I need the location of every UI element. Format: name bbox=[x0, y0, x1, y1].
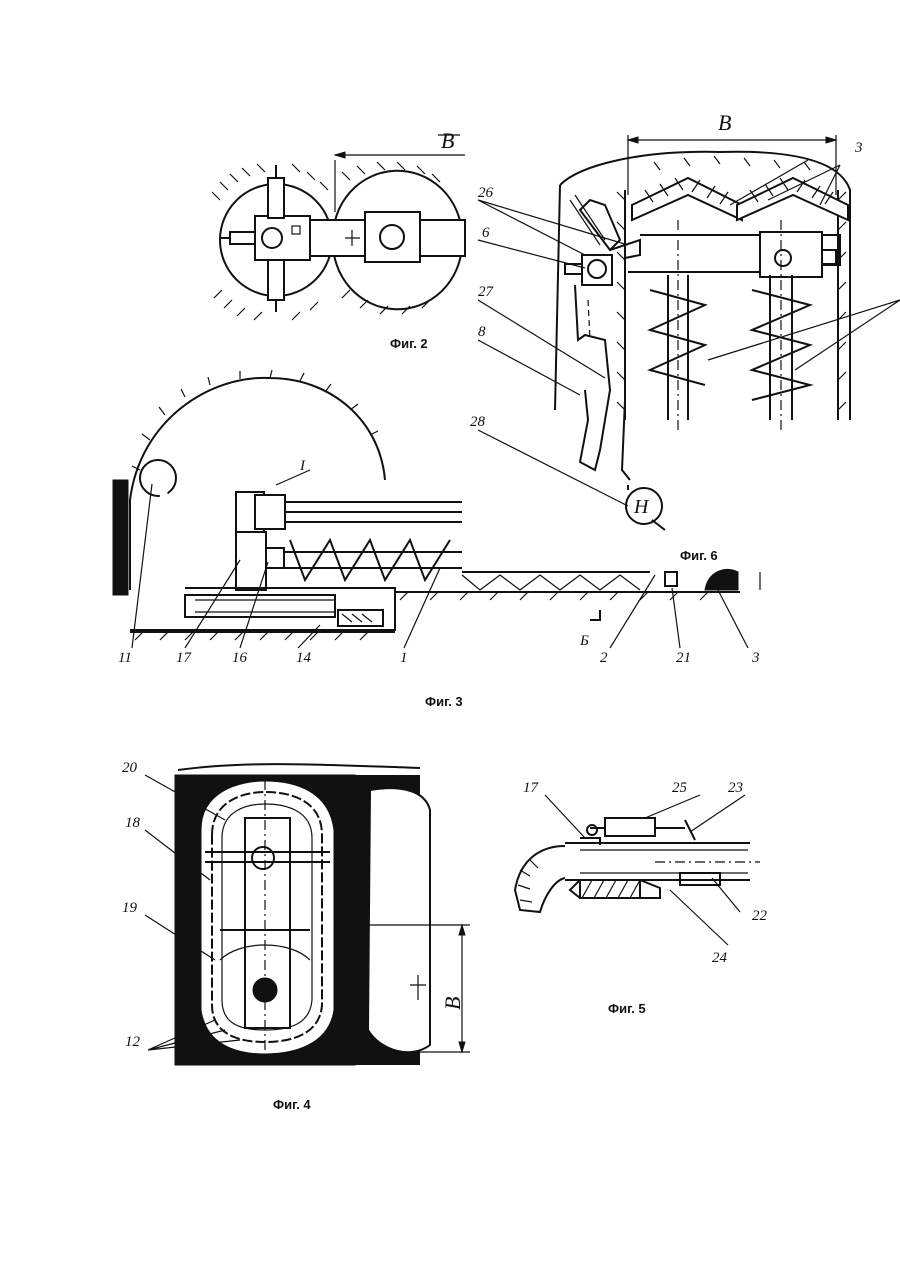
fig5-label-17: 17 bbox=[523, 780, 540, 796]
fig6-label-27: 27 bbox=[478, 284, 495, 300]
fig3-caption: Фиг. 3 bbox=[425, 694, 463, 709]
fig4-label-19: 19 bbox=[122, 900, 138, 916]
fig3-label-14: 14 bbox=[296, 650, 312, 666]
fig6-dimension-label: B bbox=[718, 110, 731, 135]
fig6-caption: Фиг. 6 bbox=[680, 548, 718, 563]
figure-6-drawing: H B 26 6 27 8 28 3 bbox=[470, 110, 900, 530]
figure-4-drawing: B 20 18 19 12 bbox=[122, 760, 470, 1065]
fig5-label-23: 23 bbox=[728, 780, 743, 796]
fig3-detail-label: I bbox=[299, 458, 306, 474]
fig2-dimension-label: B bbox=[441, 128, 454, 153]
fig6-label-3: 3 bbox=[854, 140, 863, 156]
fig3-label-16: 16 bbox=[232, 650, 248, 666]
fig6-label-6: 6 bbox=[482, 225, 490, 241]
fig4-caption: Фиг. 4 bbox=[273, 1097, 311, 1112]
fig3-label-21: 21 bbox=[676, 650, 691, 666]
fig6-label-8: 8 bbox=[478, 324, 486, 340]
fig3-label-3: 3 bbox=[751, 650, 760, 666]
fig5-label-22: 22 bbox=[752, 908, 768, 924]
fig6-label-26: 26 bbox=[478, 185, 494, 201]
fig3-label-17: 17 bbox=[176, 650, 193, 666]
fig3-label-1: 1 bbox=[400, 650, 408, 666]
fig4-label-20: 20 bbox=[122, 760, 138, 776]
fig3-label-2: 2 bbox=[600, 650, 608, 666]
figure-3-drawing: Б I 11 17 16 14 1 2 21 3 bbox=[113, 370, 760, 666]
fig6-label-28: 28 bbox=[470, 414, 486, 430]
fig4-label-18: 18 bbox=[125, 815, 141, 831]
fig4-label-12: 12 bbox=[125, 1034, 141, 1050]
fig5-label-24: 24 bbox=[712, 950, 728, 966]
fig5-caption: Фиг. 5 bbox=[608, 1001, 646, 1016]
fig6-pump-label: H bbox=[633, 496, 650, 518]
figure-2-drawing: B bbox=[212, 128, 465, 320]
fig3-section-label: Б bbox=[579, 633, 589, 649]
fig5-label-25: 25 bbox=[672, 780, 688, 796]
fig4-dimension-label: B bbox=[440, 997, 465, 1010]
figure-5-drawing: 17 25 23 22 24 bbox=[515, 780, 768, 966]
fig2-caption: Фиг. 2 bbox=[390, 336, 428, 351]
fig3-label-11: 11 bbox=[118, 650, 132, 666]
